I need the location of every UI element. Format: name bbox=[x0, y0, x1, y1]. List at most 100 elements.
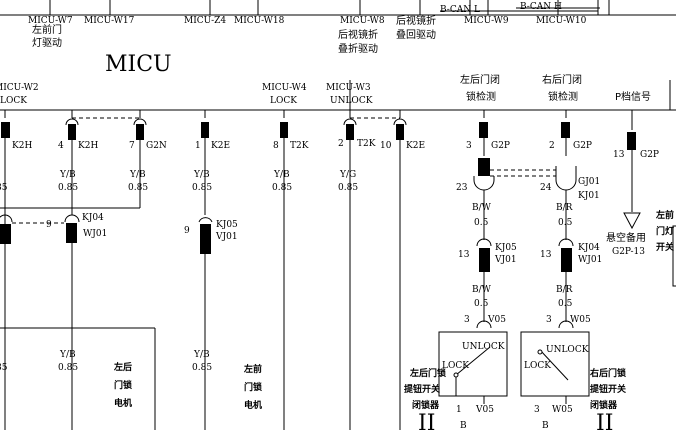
connector-k2h-b bbox=[65, 110, 79, 215]
right-s1: 0.5 bbox=[558, 218, 573, 228]
w8-label: MICU-W8 bbox=[340, 16, 385, 26]
left-sw-desc-1: 左后门锁 bbox=[409, 367, 446, 379]
pin5-num: 2 bbox=[338, 139, 344, 149]
wire0-size: 85 bbox=[0, 183, 8, 193]
wire3-color: Y/B bbox=[193, 170, 210, 180]
right-j2b: WJ01 bbox=[578, 255, 602, 265]
left-s2: 0.5 bbox=[474, 299, 489, 309]
left-bot-wire: B bbox=[460, 421, 467, 430]
right-pin: 2 bbox=[549, 141, 555, 151]
connector-k2h-a bbox=[1, 110, 10, 430]
w10-label: MICU-W10 bbox=[536, 16, 587, 26]
right-sw-conn: W05 bbox=[570, 315, 591, 325]
bwire2-color: Y/B bbox=[193, 350, 210, 360]
pin6-num: 10 bbox=[380, 141, 392, 151]
left-joint-num: 23 bbox=[456, 183, 468, 193]
gj01-label: GJ01 bbox=[578, 177, 600, 187]
connector-t2k-b bbox=[343, 110, 357, 430]
w8b-desc-1: 后视镜折 bbox=[396, 14, 436, 27]
motor-front-1: 左前 bbox=[243, 363, 262, 375]
w18-label: MICU-W18 bbox=[234, 16, 285, 26]
right-w2: B/R bbox=[556, 285, 573, 295]
pin4-conn: T2K bbox=[290, 141, 309, 151]
left-j2b: VJ01 bbox=[494, 255, 517, 265]
left-detect-title-1: 左后门闭 bbox=[460, 73, 500, 86]
wire1-size: 0.85 bbox=[58, 183, 78, 193]
w4-sub: LOCK bbox=[270, 96, 297, 106]
bwire1-size: 0.85 bbox=[58, 363, 78, 373]
right-sw-desc-3: 闭锁器 bbox=[590, 399, 618, 411]
pin5-conn: T2K bbox=[357, 139, 376, 149]
kj05-label: KJ05 bbox=[216, 220, 238, 230]
p-signal-title: P档信号 bbox=[615, 90, 651, 103]
right-sw-pin: 3 bbox=[546, 315, 552, 325]
pin1-conn: K2H bbox=[78, 141, 98, 151]
w3-sub: UNLOCK bbox=[330, 96, 373, 106]
edge-text-2: 门灯 bbox=[656, 225, 674, 237]
w2-label: MICU-W2 bbox=[0, 83, 39, 93]
right-bot-pin: 3 bbox=[534, 405, 540, 415]
edge-text-1: 左前 bbox=[655, 209, 674, 221]
connector-k2e bbox=[201, 110, 209, 215]
left-j2a: KJ05 bbox=[495, 243, 517, 253]
p-pin: 13 bbox=[613, 150, 625, 160]
right-sw-desc-1: 右后门锁 bbox=[589, 367, 626, 379]
connector-k2e-b bbox=[393, 110, 407, 430]
w2-sub: LOCK bbox=[0, 96, 27, 106]
right-conn: G2P bbox=[573, 141, 592, 151]
right-joint-num: 24 bbox=[540, 183, 552, 193]
wire3-size: 0.85 bbox=[192, 183, 212, 193]
wire4-color: Y/B bbox=[273, 170, 290, 180]
motor-front-3: 电机 bbox=[244, 399, 262, 411]
wire2-color: Y/B bbox=[129, 170, 146, 180]
left-w1: B/W bbox=[472, 203, 492, 213]
right-j2a: KJ04 bbox=[578, 243, 600, 253]
wire1-color: Y/B bbox=[59, 170, 76, 180]
left-s1: 0.5 bbox=[474, 218, 489, 228]
w8-desc-1: 后视镜折 bbox=[338, 28, 378, 41]
w4-label: MICU-W4 bbox=[262, 83, 307, 93]
connector-g2n bbox=[133, 110, 147, 208]
wire2-size: 0.85 bbox=[128, 183, 148, 193]
motor-rear-2: 门锁 bbox=[114, 379, 132, 391]
left-pin: 3 bbox=[466, 141, 472, 151]
z4-label: MICU-Z4 bbox=[184, 16, 226, 26]
w9-label: MICU-W9 bbox=[464, 16, 509, 26]
left-bot-pin: 1 bbox=[456, 405, 462, 415]
left-sw-pin: 3 bbox=[464, 315, 470, 325]
joint-9a: 9 bbox=[46, 220, 52, 230]
bwire1-color: Y/B bbox=[59, 350, 76, 360]
w7-desc-1: 左前门 bbox=[32, 23, 62, 36]
pin0-conn: K2H bbox=[12, 141, 32, 151]
left-sw-desc-2: 提钮开关 bbox=[404, 383, 440, 395]
left-sw-desc-3: 闭锁器 bbox=[412, 399, 440, 411]
right-detect-title-1: 右后门闭 bbox=[542, 73, 582, 86]
bcan-l-label: B-CAN L bbox=[440, 5, 480, 15]
right-sw-desc-2: 提钮开关 bbox=[590, 383, 626, 395]
pin6-conn: K2E bbox=[406, 141, 425, 151]
left-sw-conn: V05 bbox=[487, 315, 506, 325]
left-lock: LOCK bbox=[442, 361, 469, 371]
w7-label: MICU-W7 bbox=[28, 16, 73, 26]
vj01-label: VJ01 bbox=[215, 232, 238, 242]
micu-title: MICU bbox=[105, 52, 172, 77]
kj04-label: KJ04 bbox=[82, 213, 104, 223]
left-detect-title-2: 锁检测 bbox=[466, 90, 496, 103]
left-bot-conn: V05 bbox=[475, 405, 494, 415]
p-conn: G2P bbox=[640, 150, 659, 160]
w8-desc-2: 叠折驱动 bbox=[338, 42, 378, 55]
left-conn: G2P bbox=[491, 141, 510, 151]
joint-9b: 9 bbox=[184, 226, 190, 236]
w7-desc-2: 灯驱动 bbox=[32, 37, 62, 49]
left-unlock: UNLOCK bbox=[462, 342, 505, 352]
bwire2-size: 0.85 bbox=[192, 363, 212, 373]
wj01-label: WJ01 bbox=[83, 229, 107, 239]
left-roman: II bbox=[418, 411, 435, 430]
wire5-size: 0.85 bbox=[338, 183, 358, 193]
pin2-num: 7 bbox=[129, 141, 135, 151]
right-detect-title-2: 锁检测 bbox=[548, 90, 578, 103]
right-lock: LOCK bbox=[524, 361, 551, 371]
edge-text-3: 开关 bbox=[656, 241, 674, 253]
p-ground-label: 悬空备用 bbox=[606, 231, 646, 244]
